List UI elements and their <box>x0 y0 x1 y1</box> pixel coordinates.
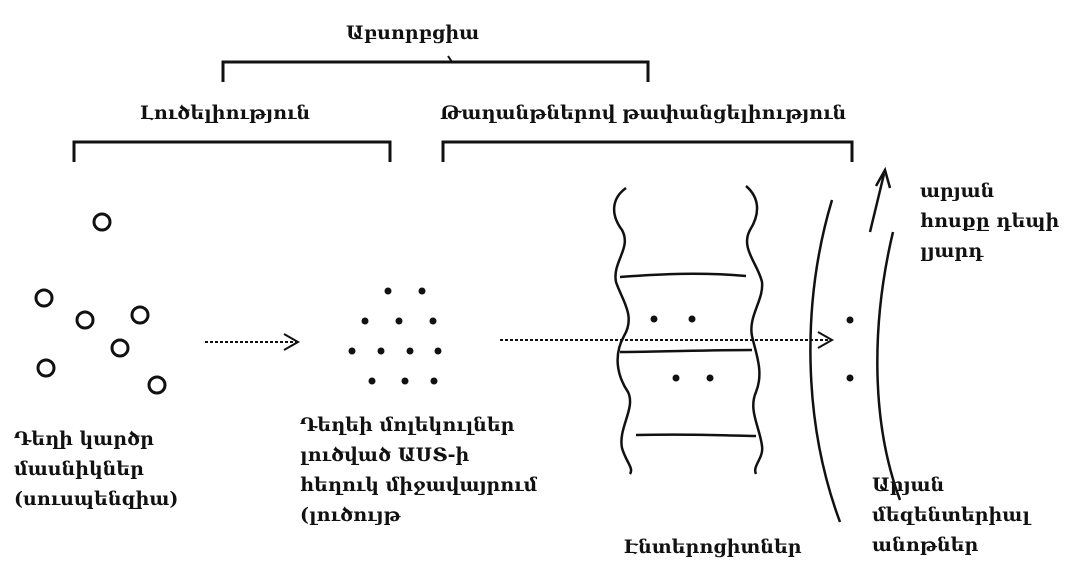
label-line: Արյան <box>872 474 945 496</box>
capillary-vessel <box>809 199 902 523</box>
particle-circle-icon <box>34 288 54 308</box>
label-permeability: Թաղանթներով թափանցելիություն <box>440 102 847 124</box>
capillary-wall-left <box>809 199 842 523</box>
molecule-dot-icon <box>846 374 854 382</box>
solubility-bracket <box>72 140 392 162</box>
molecule-dot-icon <box>429 317 437 325</box>
enterocyte-border-top <box>619 272 747 279</box>
enterocyte-left-wall <box>613 186 633 475</box>
label-line: անոթներ <box>872 534 979 556</box>
label-line: արյան <box>920 180 995 202</box>
label-enterocytes: Էնտերոցիտներ <box>624 536 802 558</box>
label-line: մասնիկներ <box>14 458 144 480</box>
molecule-dot-icon <box>406 347 414 355</box>
label-solubility: Լուծելիություն <box>140 102 311 124</box>
particle-circle-icon <box>110 338 130 358</box>
enterocyte-right-wall <box>745 185 764 475</box>
title-absorption: Աբսորբցիա <box>346 22 480 44</box>
particle-circle-icon <box>130 305 150 325</box>
label-dissolved-molecules: Դեղեի մոլեկուլներ լուծված ԱՍՏ-ի հեղուկ մ… <box>300 410 537 530</box>
enterocyte-border-mid <box>619 348 753 354</box>
label-solid-particles: Դեղի կարծր մասնիկներ (սուսպենզիա) <box>14 424 178 514</box>
capillary-molecules <box>846 316 854 382</box>
particle-circle-icon <box>36 358 56 378</box>
molecule-dot-icon <box>361 317 369 325</box>
molecule-dot-icon <box>401 377 409 385</box>
molecule-dot-icon <box>348 347 356 355</box>
molecule-dot-icon <box>650 315 658 323</box>
molecule-dot-icon <box>688 315 696 323</box>
dashed-arrow-icon <box>500 331 835 349</box>
molecule-dot-icon <box>846 316 854 324</box>
molecule-dot-icon <box>430 377 438 385</box>
label-line: (սուսպենզիա) <box>14 488 179 510</box>
absorption-bracket <box>221 60 650 82</box>
label-line: հոսքը դեպի <box>920 210 1060 232</box>
dashed-arrow-icon <box>205 333 301 351</box>
dissolved-molecules <box>348 287 442 385</box>
label-line: Դեղի կարծր <box>14 428 154 450</box>
molecule-dot-icon <box>377 347 385 355</box>
label-line: (լուծույթ <box>300 504 401 526</box>
molecule-dot-icon <box>395 317 403 325</box>
label-line: հեղուկ միջավայրում <box>300 474 538 496</box>
label-line: լյարդ <box>920 240 984 262</box>
permeability-bracket <box>441 140 854 162</box>
molecule-dot-icon <box>368 377 376 385</box>
label-blood-flow: արյան հոսքը դեպի լյարդ <box>920 176 1059 266</box>
molecule-dot-icon <box>418 287 426 295</box>
particle-circle-icon <box>147 375 167 395</box>
particle-circle-icon <box>92 212 112 232</box>
label-line: լուծված ԱՍՏ-ի <box>300 444 470 466</box>
flow-arrow-icon <box>868 166 892 233</box>
capillary-wall-right <box>876 231 902 501</box>
molecule-dot-icon <box>434 347 442 355</box>
particle-circle-icon <box>75 310 95 330</box>
label-line: Դեղեի մոլեկուլներ <box>300 414 515 436</box>
solid-particles <box>34 212 167 395</box>
molecule-dot-icon <box>706 374 714 382</box>
molecule-dot-icon <box>672 374 680 382</box>
enterocyte-molecules <box>650 315 714 382</box>
enterocyte-cells <box>613 185 764 475</box>
enterocyte-border-bottom <box>635 433 757 438</box>
molecule-dot-icon <box>384 287 392 295</box>
absorption-bracket-tick <box>447 55 453 63</box>
label-capillaries: Արյան մեզենտերիալ անոթներ <box>872 470 1030 560</box>
label-line: մեզենտերիալ <box>872 504 1030 526</box>
